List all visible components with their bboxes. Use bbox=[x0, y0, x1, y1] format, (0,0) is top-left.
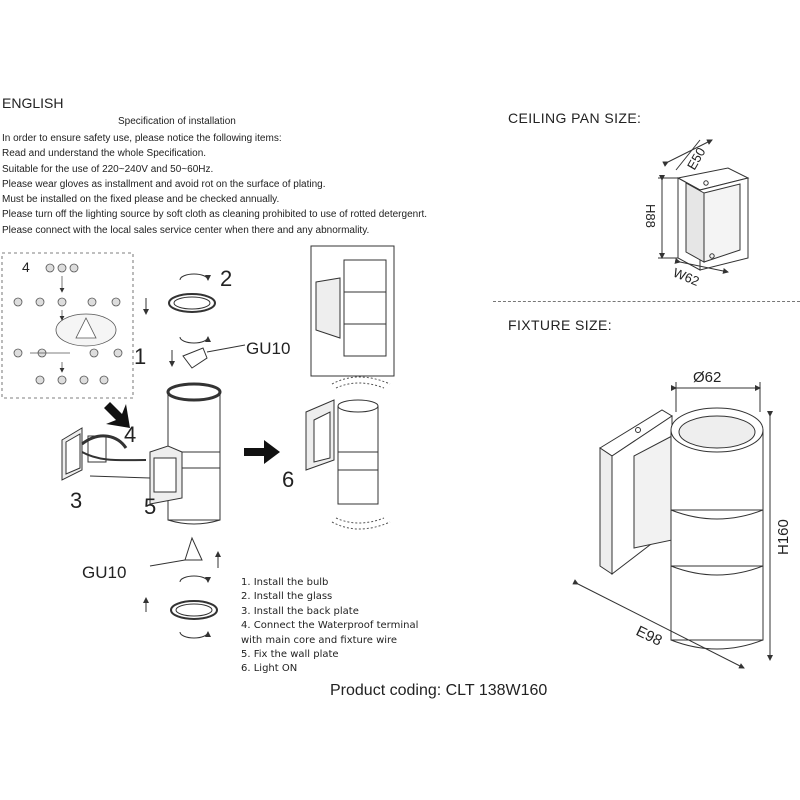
intro-line: Suitable for the use of 220~240V and 50~… bbox=[2, 163, 214, 175]
spec-title: Specification of installation bbox=[118, 116, 236, 127]
step-4-label: 4 bbox=[124, 422, 136, 447]
step-6-label: 6 bbox=[282, 467, 294, 492]
step-5-label: 5 bbox=[144, 494, 156, 519]
step-3-label: 3 bbox=[70, 488, 82, 513]
dim-fixture-height-label: H160 bbox=[775, 519, 792, 555]
wiring-inset bbox=[1, 252, 134, 399]
bulb-top-label: GU10 bbox=[246, 339, 290, 358]
step-item: 1. Install the bulb bbox=[241, 577, 329, 588]
dim-height-label: H88 bbox=[643, 204, 658, 228]
intro-line: Read and understand the whole Specificat… bbox=[2, 148, 207, 160]
dim-fixture-depth-label: E98 bbox=[633, 623, 664, 650]
step-item: with main core and fixture wire bbox=[241, 634, 398, 646]
intro-line: Must be installed on the fixed please an… bbox=[2, 194, 280, 206]
step-item: 4. Connect the Waterproof terminal bbox=[241, 620, 419, 632]
step-item: 3. Install the back plate bbox=[241, 605, 359, 617]
fixture-exploded bbox=[149, 382, 222, 525]
language-label: ENGLISH bbox=[2, 95, 64, 111]
step-4-arrow bbox=[104, 402, 130, 428]
step-1-label: 1 bbox=[134, 344, 146, 369]
inset-step-4-label: 4 bbox=[22, 259, 30, 275]
glass-ring-bottom bbox=[143, 575, 218, 639]
step-item: 6. Light ON bbox=[241, 663, 298, 675]
fixture-drawing bbox=[572, 382, 773, 669]
glass-ring-top bbox=[143, 273, 216, 367]
light-on-fixture bbox=[305, 376, 391, 530]
dim-diameter-label: Ø62 bbox=[693, 369, 721, 386]
fixture-title: FIXTURE SIZE: bbox=[508, 317, 612, 333]
bulb-bottom-label: GU10 bbox=[82, 563, 126, 582]
product-coding: Product coding: CLT 138W160 bbox=[330, 682, 548, 699]
steps-list: 1. Install the bulb 2. Install the glass… bbox=[241, 576, 418, 677]
intro-line: In order to ensure safety use, please no… bbox=[2, 133, 282, 144]
step-item: 5. Fix the wall plate bbox=[241, 649, 339, 661]
dim-depth-label: E50 bbox=[684, 145, 709, 173]
step-2-label: 2 bbox=[220, 266, 232, 291]
ceiling-pan-drawing bbox=[658, 139, 750, 274]
bulb-top bbox=[182, 344, 246, 369]
wall-plate-wiring bbox=[61, 427, 151, 481]
intro-text: In order to ensure safety use, please no… bbox=[2, 131, 427, 238]
ceiling-pan-title: CEILING PAN SIZE: bbox=[508, 110, 642, 126]
intro-line: Please turn off the lighting source by s… bbox=[2, 209, 428, 221]
intro-line: Please wear gloves as installment and av… bbox=[2, 178, 326, 190]
result-arrow bbox=[244, 440, 280, 464]
step-item: 2. Install the glass bbox=[241, 591, 333, 603]
intro-line: Please connect with the local sales serv… bbox=[2, 224, 370, 236]
section-divider bbox=[493, 301, 800, 302]
bulb-bottom bbox=[149, 536, 221, 568]
side-view-box bbox=[310, 245, 395, 377]
